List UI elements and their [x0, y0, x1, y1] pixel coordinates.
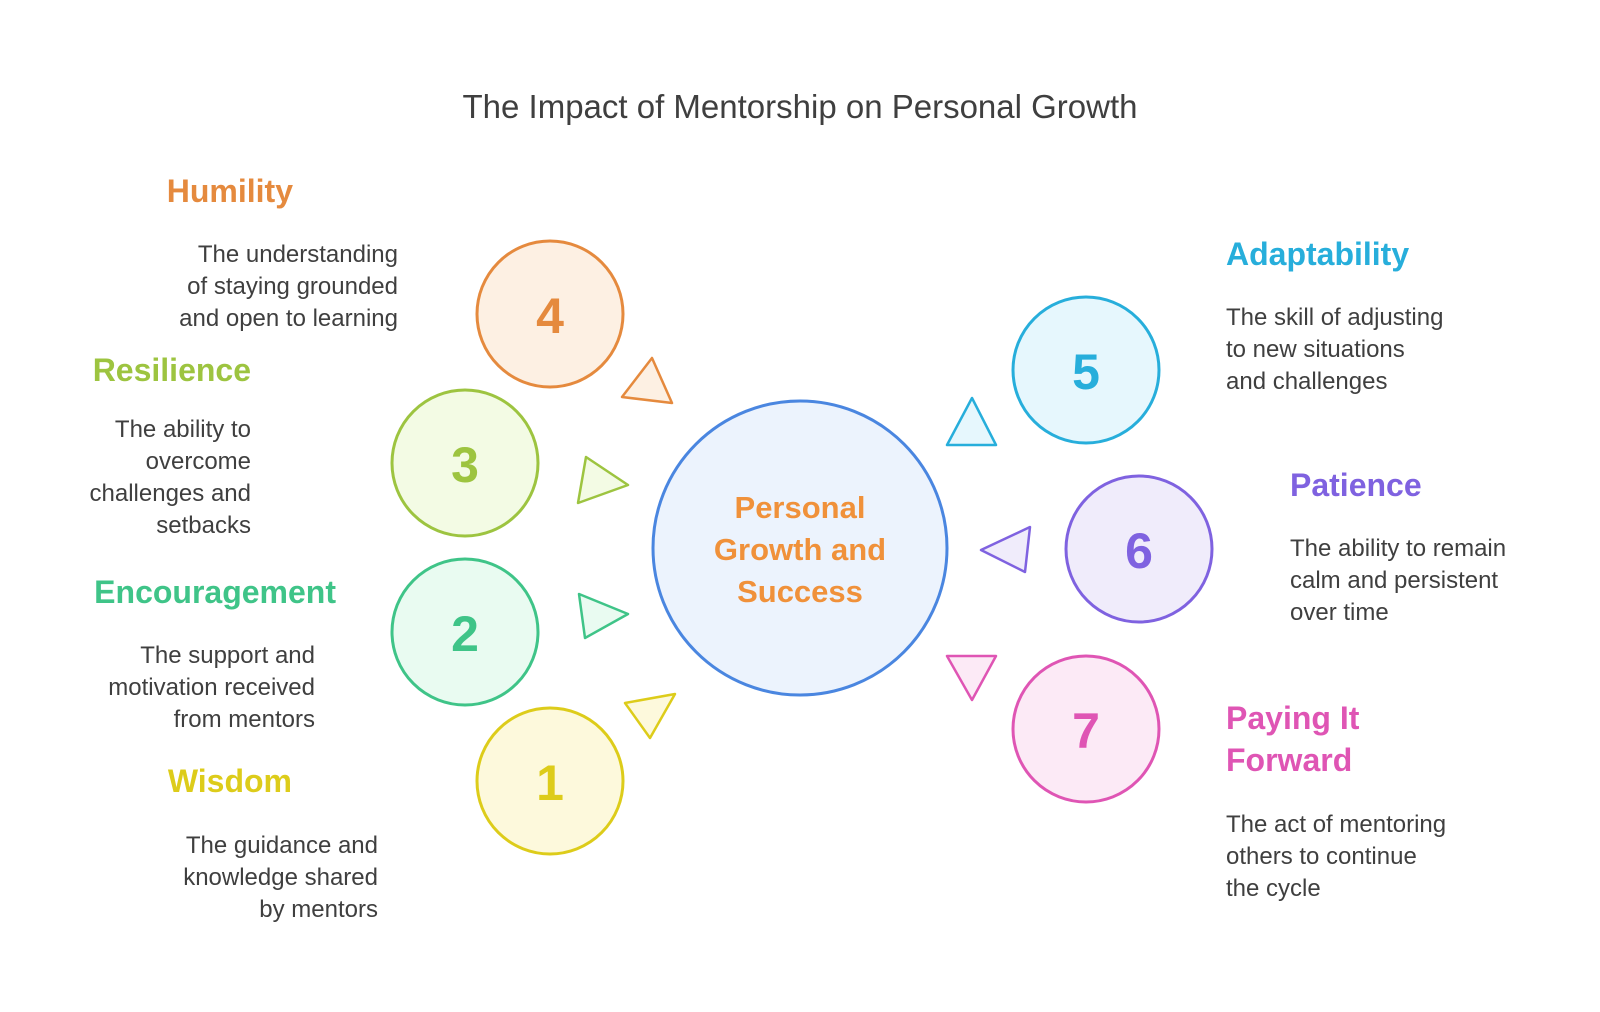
node-heading: Patience	[1290, 467, 1422, 503]
arrow-pointer-icon	[620, 356, 674, 405]
node-patience: 6 Patience The ability to remain calm an…	[979, 467, 1506, 626]
node-description-line: overcome	[146, 448, 251, 475]
diagram-title: The Impact of Mentorship on Personal Gro…	[463, 88, 1138, 125]
node-heading: Encouragement	[94, 574, 336, 610]
node-description-line: and challenges	[1226, 368, 1387, 395]
node-description-line: motivation received	[108, 674, 315, 701]
arrow-pointer-icon	[623, 692, 677, 740]
node-description-line: calm and persistent	[1290, 567, 1498, 594]
node-description-line: setbacks	[156, 512, 251, 539]
node-description-line: The support and	[140, 642, 315, 669]
node-description-line: over time	[1290, 599, 1389, 626]
node-description-line: the cycle	[1226, 875, 1321, 902]
node-resilience: 3 Resilience The ability to overcome cha…	[90, 352, 630, 539]
node-circle	[475, 239, 625, 389]
node-description-line: The ability to	[115, 416, 251, 443]
arrow-pointer-icon	[979, 525, 1032, 574]
arrow-pointer-icon	[576, 455, 630, 505]
node-circle	[475, 706, 625, 856]
node-description-line: The understanding	[198, 241, 398, 268]
node-description-line: The guidance and	[186, 832, 378, 859]
node-circle	[1011, 654, 1161, 804]
center-circle	[651, 399, 949, 697]
node-description-line: knowledge shared	[183, 864, 378, 891]
node-circle	[390, 557, 540, 707]
node-number: 3	[451, 437, 479, 493]
node-description-line: of staying grounded	[187, 273, 398, 300]
node-number: 2	[451, 606, 479, 662]
node-heading: Resilience	[93, 352, 251, 388]
node-heading: Humility	[167, 173, 293, 209]
center-label-line-2: Growth and	[714, 532, 886, 567]
node-description-line: and open to learning	[179, 305, 398, 332]
node-heading: Paying It	[1226, 700, 1360, 736]
arrow-pointer-icon	[945, 654, 998, 702]
node-description-line: The ability to remain	[1290, 535, 1506, 562]
node-number: 1	[536, 755, 564, 811]
node-description-line: The act of mentoring	[1226, 811, 1446, 838]
arrow-pointer-icon	[945, 396, 998, 447]
node-description-line: others to continue	[1226, 843, 1417, 870]
arrow-pointer-icon	[577, 592, 630, 640]
node-heading: Forward	[1226, 742, 1352, 778]
node-encouragement: 2 Encouragement The support and motivati…	[94, 557, 630, 733]
node-number: 7	[1072, 703, 1100, 759]
center-label-line-1: Personal	[735, 490, 866, 525]
node-number: 6	[1125, 523, 1153, 579]
node-description-line: The skill of adjusting	[1226, 304, 1443, 331]
node-number: 4	[536, 288, 564, 344]
node-description-line: by mentors	[259, 896, 378, 923]
node-description-line: to new situations	[1226, 336, 1405, 363]
node-heading: Wisdom	[168, 763, 292, 799]
node-number: 5	[1072, 344, 1100, 400]
node-description-line: from mentors	[174, 706, 315, 733]
node-paying-it-forward: 7 Paying It Forward The act of mentoring…	[945, 654, 1446, 902]
node-description-line: challenges and	[90, 480, 251, 507]
node-wisdom: 1 Wisdom The guidance and knowledge shar…	[168, 692, 677, 923]
node-circle	[390, 388, 540, 538]
node-heading: Adaptability	[1226, 236, 1409, 272]
node-adaptability: 5 Adaptability The skill of adjusting to…	[945, 236, 1443, 447]
center-label-line-3: Success	[737, 574, 863, 609]
center-hub: Personal Growth and Success	[651, 399, 949, 697]
node-circle	[1064, 474, 1214, 624]
node-circle	[1011, 295, 1161, 445]
node-humility: 4 Humility The understanding of staying …	[167, 173, 674, 405]
